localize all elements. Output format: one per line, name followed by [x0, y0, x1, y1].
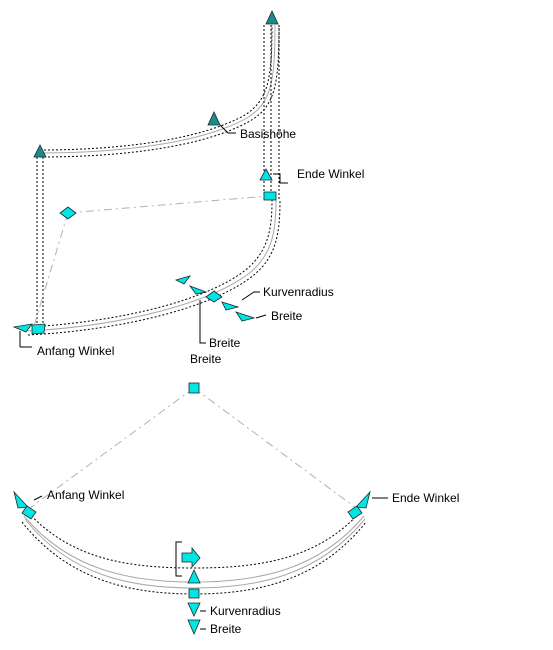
grips-plan — [13, 382, 371, 636]
plan-height-grip-icon[interactable] — [187, 569, 201, 584]
width-grip-right-2-icon[interactable] — [235, 311, 256, 322]
width-label-lower: Breite — [209, 336, 241, 350]
plan-radius-square-grip-icon[interactable] — [188, 588, 200, 599]
plan-width-label: Breite — [210, 622, 242, 636]
leaders-plan — [33, 495, 388, 630]
wall-top-edge — [39, 24, 280, 158]
width-label-right: Breite — [271, 309, 303, 323]
wall-left-vertical-edge — [36, 157, 44, 330]
start-angle-label: Anfang Winkel — [37, 344, 114, 358]
curve-radius-label: Kurvenradius — [263, 285, 334, 299]
plan-radius-grip-icon[interactable] — [187, 602, 201, 617]
start-angle-grip-icon[interactable] — [12, 323, 33, 333]
plan-center-square-grip-icon[interactable] — [188, 382, 200, 394]
plan-end-angle-label: Ende Winkel — [392, 491, 459, 505]
center-diamond-grip-icon[interactable] — [59, 206, 77, 220]
wall-bottom-edge — [19, 199, 281, 348]
wall-right-vertical-edge — [263, 25, 280, 200]
center-construction-lines — [33, 195, 269, 327]
plan-start-angle-label: Anfang Winkel — [47, 488, 124, 502]
plan-construction-lines — [29, 387, 357, 509]
grips-3d — [12, 10, 279, 335]
radius-diamond-grip-icon[interactable] — [205, 290, 223, 303]
plan-end-angle-grip-icon[interactable] — [355, 490, 371, 509]
end-square-grip-icon[interactable] — [263, 191, 277, 201]
plan-curve-radius-label: Kurvenradius — [210, 604, 281, 618]
end-angle-grip-icon[interactable] — [259, 168, 273, 181]
plan-arrow-grip-icon[interactable] — [181, 546, 201, 569]
width-grip-right-1-icon[interactable] — [221, 301, 240, 311]
top-height-grip-icon[interactable] — [265, 10, 279, 25]
plan-end-square-grip-icon[interactable] — [347, 505, 363, 520]
plan-curved-wall-view: Anfang Winkel Ende Winkel Kurvenradius B… — [13, 382, 459, 636]
isometric-curved-wall-view: Basishöhe Ende Winkel Kurvenradius Breit… — [12, 10, 364, 366]
end-angle-label: Ende Winkel — [297, 167, 364, 181]
plan-width-grip-icon[interactable] — [187, 619, 201, 636]
basishoehe-label: Basishöhe — [240, 127, 296, 141]
plan-start-square-grip-icon[interactable] — [21, 505, 37, 520]
width-grip-upper-icon[interactable] — [174, 275, 192, 285]
basishoehe-grip-icon[interactable] — [207, 111, 221, 126]
leaders-3d — [199, 124, 288, 344]
width-grip-arrow-icon[interactable] — [188, 285, 208, 295]
left-top-grip-icon[interactable] — [33, 144, 47, 158]
plan-start-angle-grip-icon[interactable] — [13, 490, 29, 509]
start-square-grip-icon[interactable] — [31, 323, 46, 335]
width-caption-label: Breite — [190, 352, 222, 366]
